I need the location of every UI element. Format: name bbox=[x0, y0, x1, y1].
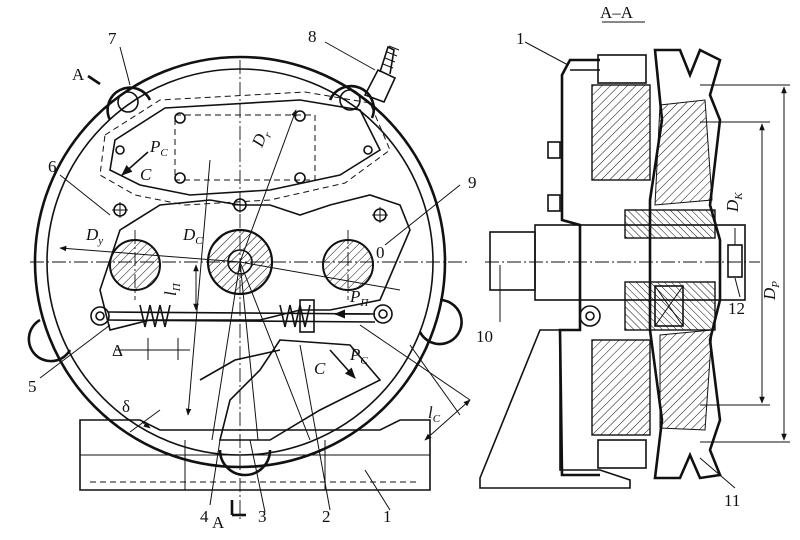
mount-foot bbox=[479, 329, 631, 489]
mounting-ear-top-left bbox=[106, 86, 152, 121]
point-C-top: C bbox=[140, 165, 152, 184]
part-label-4: 4 bbox=[200, 507, 209, 526]
part-label-12: 12 bbox=[728, 299, 745, 318]
dim-Dc: DC bbox=[182, 225, 203, 247]
part-label-1-front: 1 bbox=[383, 507, 392, 526]
mounting-ear-left bbox=[27, 318, 72, 363]
section-marker-top: A bbox=[72, 65, 85, 84]
part-label-3: 3 bbox=[258, 507, 267, 526]
part-label-11: 11 bbox=[724, 491, 740, 510]
zero-mark: 0 bbox=[376, 243, 385, 262]
part-label-10: 10 bbox=[476, 327, 493, 346]
dim-Dr: Dr bbox=[248, 126, 275, 151]
part-label-8: 8 bbox=[308, 27, 317, 46]
part-label-1-section: 1 bbox=[516, 29, 525, 48]
part-label-9: 9 bbox=[468, 173, 477, 192]
stator-upper bbox=[591, 84, 651, 181]
bolts bbox=[90, 110, 393, 326]
dim-lp: lП bbox=[161, 282, 183, 296]
labels: A–A 7 8 6 9 5 4 3 2 1 1 10 12 11 A A Dy … bbox=[28, 3, 782, 532]
bearing-lower bbox=[624, 281, 716, 331]
part-label-7: 7 bbox=[108, 29, 117, 48]
gap-delta-lower: δ bbox=[122, 397, 130, 416]
force-Pc-top: PC bbox=[149, 137, 168, 159]
section-title: A–A bbox=[600, 3, 634, 22]
part-label-2: 2 bbox=[322, 507, 331, 526]
stator-lower bbox=[591, 339, 651, 436]
dim-Dy: Dy bbox=[85, 225, 103, 247]
force-Pc-bottom: PC bbox=[349, 345, 368, 367]
terminal-8 bbox=[363, 45, 400, 104]
force-Pp: PП bbox=[349, 287, 369, 309]
point-C-bottom: C bbox=[314, 359, 326, 378]
part-label-6: 6 bbox=[48, 157, 57, 176]
mounting-ear-right bbox=[418, 298, 463, 346]
front-view bbox=[27, 41, 471, 520]
dim-Dp: DP bbox=[760, 281, 782, 301]
gap-delta-upper: Δ bbox=[112, 341, 123, 360]
mounting-ear-bottom bbox=[218, 449, 272, 477]
section-view bbox=[479, 21, 790, 489]
dim-Dk: DK bbox=[723, 192, 745, 213]
bearing-upper bbox=[624, 209, 716, 239]
lower-bracket bbox=[218, 339, 382, 441]
cover-plate bbox=[109, 99, 382, 196]
section-marker-bottom: A bbox=[212, 513, 225, 532]
dim-lc: lC bbox=[428, 403, 441, 425]
pulley bbox=[648, 48, 722, 480]
part-label-5: 5 bbox=[28, 377, 37, 396]
tension-spring bbox=[107, 299, 376, 333]
mounting-ear-top-right bbox=[328, 84, 376, 119]
